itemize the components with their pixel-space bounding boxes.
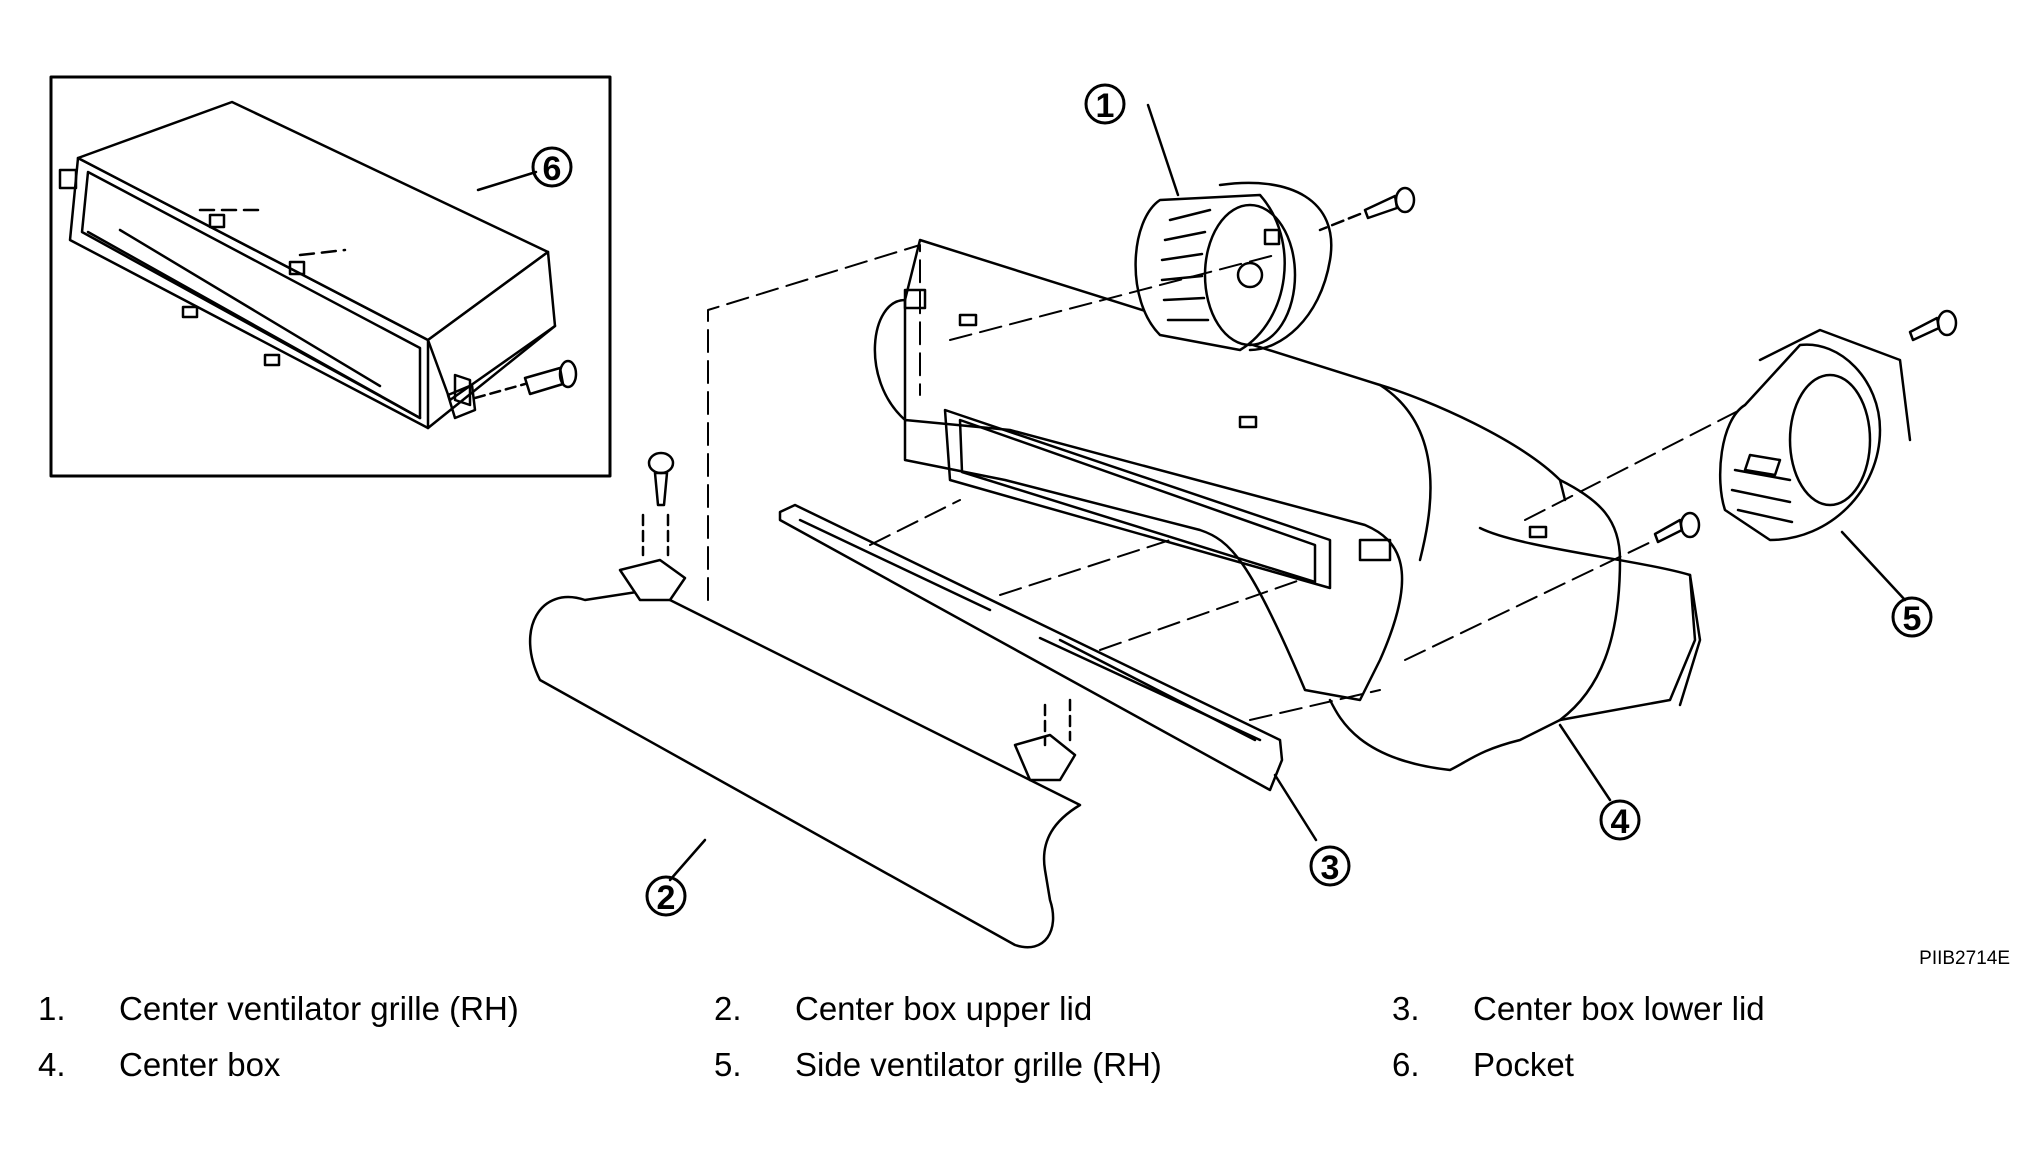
legend-label: Pocket	[1473, 1046, 1574, 1083]
center-box-drawing	[873, 238, 1702, 772]
legend-label: Center box lower lid	[1473, 990, 1765, 1027]
pocket-screw-icon	[473, 359, 578, 400]
legend-label: Center box	[119, 1046, 281, 1083]
screw-icon-center-grille	[1318, 186, 1416, 232]
inset-frame	[49, 75, 612, 478]
legend-number: 4.	[38, 1046, 66, 1083]
legend-number: 1.	[38, 990, 66, 1027]
pocket-drawing	[58, 100, 578, 430]
callout-6: 6	[543, 150, 562, 188]
screw-icon-center-box	[1653, 511, 1701, 544]
screw-icon-lower-lid	[1043, 698, 1072, 747]
callout-2: 2	[657, 879, 676, 917]
legend-number: 3.	[1392, 990, 1420, 1027]
legend-number: 2.	[714, 990, 742, 1027]
screw-icon-upper-lid	[641, 451, 675, 557]
legend-label: Center box upper lid	[795, 990, 1093, 1027]
callout-3: 3	[1321, 849, 1340, 887]
legend-label: Center ventilator grille (RH)	[119, 990, 519, 1027]
callout-4: 4	[1611, 803, 1630, 841]
legend-label: Side ventilator grille (RH)	[795, 1046, 1162, 1083]
screw-icon-side-grille	[1908, 309, 1958, 342]
exploded-parts-diagram: 1 2 3 4 5 6	[49, 75, 1958, 949]
side-ventilator-grille-drawing	[1719, 328, 1912, 542]
figure-reference-code: PIIB2714E	[1919, 948, 2010, 969]
legend-number: 6.	[1392, 1046, 1420, 1083]
callout-1: 1	[1096, 87, 1115, 125]
callout-5: 5	[1903, 600, 1922, 638]
legend-number: 5.	[714, 1046, 742, 1083]
center-box-lower-lid-drawing	[778, 503, 1284, 792]
